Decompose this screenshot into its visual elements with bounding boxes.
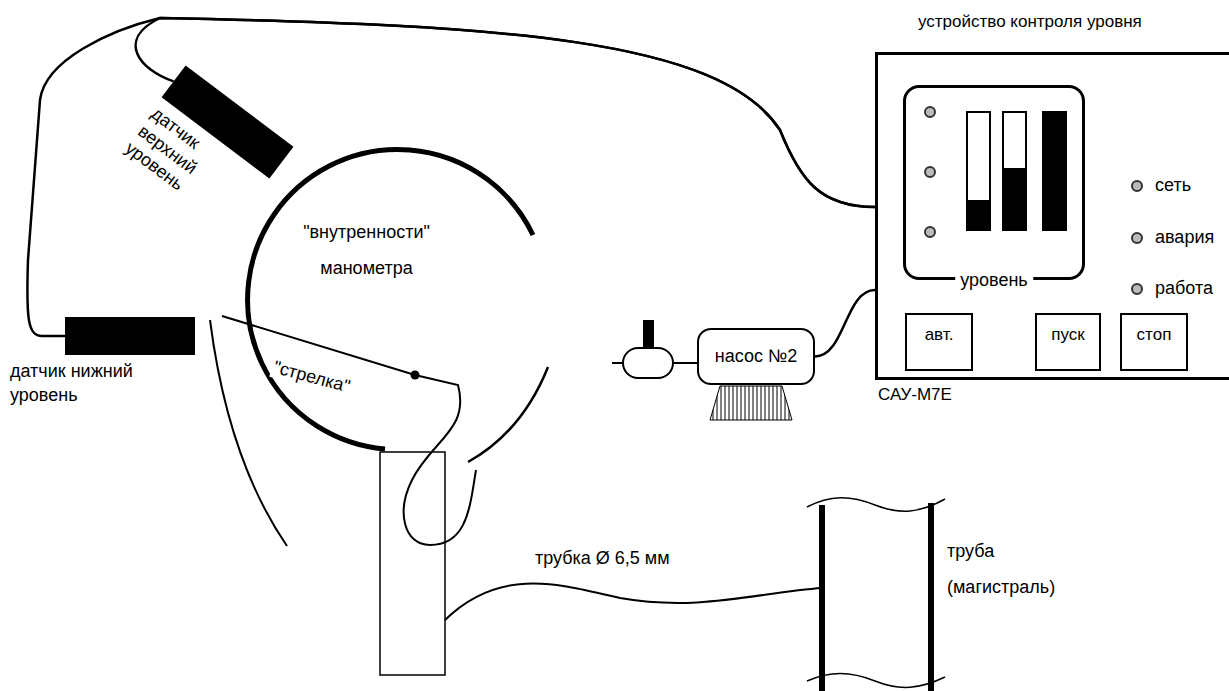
lower-level-sensor: датчик нижний уровень xyxy=(65,317,195,355)
pipe-wall xyxy=(928,503,934,691)
auto-button-label: авт. xyxy=(907,325,971,345)
auto-button: авт. xyxy=(905,313,973,371)
level-bar-fill xyxy=(1003,168,1026,230)
pump: насос №2 xyxy=(697,328,815,385)
annotation-label: сеть xyxy=(1155,175,1191,196)
manometer-outer-arc xyxy=(210,320,287,546)
stop-button-label: стоп xyxy=(1122,325,1186,345)
level-lamp xyxy=(925,167,935,177)
manometer: "внутренности" манометра xyxy=(248,150,548,450)
start-button-label: пуск xyxy=(1037,325,1099,345)
level-bar xyxy=(1003,112,1026,230)
level-bar-fill xyxy=(1043,112,1066,230)
pointer-line xyxy=(222,316,476,545)
pump-base xyxy=(710,386,792,420)
stop-button: стоп xyxy=(1120,313,1188,371)
level-control-panel-label: устройство контроля уровня xyxy=(918,12,1142,32)
manometer-label: "внутренности" манометра xyxy=(294,214,439,286)
level-control-panel-label: САУ-М7Е xyxy=(878,385,952,405)
level-bars xyxy=(906,88,1082,277)
level-bar-fill xyxy=(967,200,990,230)
pump-label: насос №2 xyxy=(699,330,813,383)
pipe-drawing xyxy=(815,495,940,691)
tube-line xyxy=(445,583,822,620)
level-indicator-label: уровень xyxy=(955,269,1033,291)
pump-coupling xyxy=(623,348,673,378)
level-bar xyxy=(1043,112,1066,230)
manometer-arc xyxy=(248,150,548,450)
manometer-body xyxy=(248,150,533,449)
indicator-lamps xyxy=(1132,181,1142,294)
annotation-label: работа xyxy=(1155,278,1213,299)
lower-level-sensor-label: датчик нижний уровень xyxy=(10,359,160,408)
level-indicator: уровень xyxy=(903,85,1085,280)
pump-nub xyxy=(612,362,623,364)
manometer-inner-arc xyxy=(468,367,548,462)
pump-shaft xyxy=(673,362,697,364)
main-pipe: труба (магистраль) xyxy=(815,495,940,691)
main-pipe-label: труба (магистраль) xyxy=(947,533,1055,605)
level-control-panel: устройство контроля уровняСАУ-М7Еуровень… xyxy=(875,52,1229,380)
level-lamp xyxy=(925,227,935,237)
annotation-label: авария xyxy=(1155,227,1214,248)
pump-valve-stem xyxy=(643,320,654,350)
pointer-pivot xyxy=(411,371,420,380)
pipe-wall xyxy=(819,505,825,691)
pipe-break xyxy=(807,498,945,512)
signal-wire xyxy=(27,18,875,336)
level-lamp xyxy=(925,107,935,117)
pipe-break xyxy=(807,674,945,688)
annotation-label: трубка Ø 6,5 мм xyxy=(533,548,672,569)
signal-wire xyxy=(815,290,875,357)
level-bar xyxy=(967,112,990,230)
upper-level-sensor-label: датчик верхний уровень xyxy=(121,103,214,196)
start-button: пуск xyxy=(1035,313,1101,371)
tube-fitting xyxy=(380,452,445,675)
upper-level-sensor: датчик верхний уровень xyxy=(162,65,294,178)
